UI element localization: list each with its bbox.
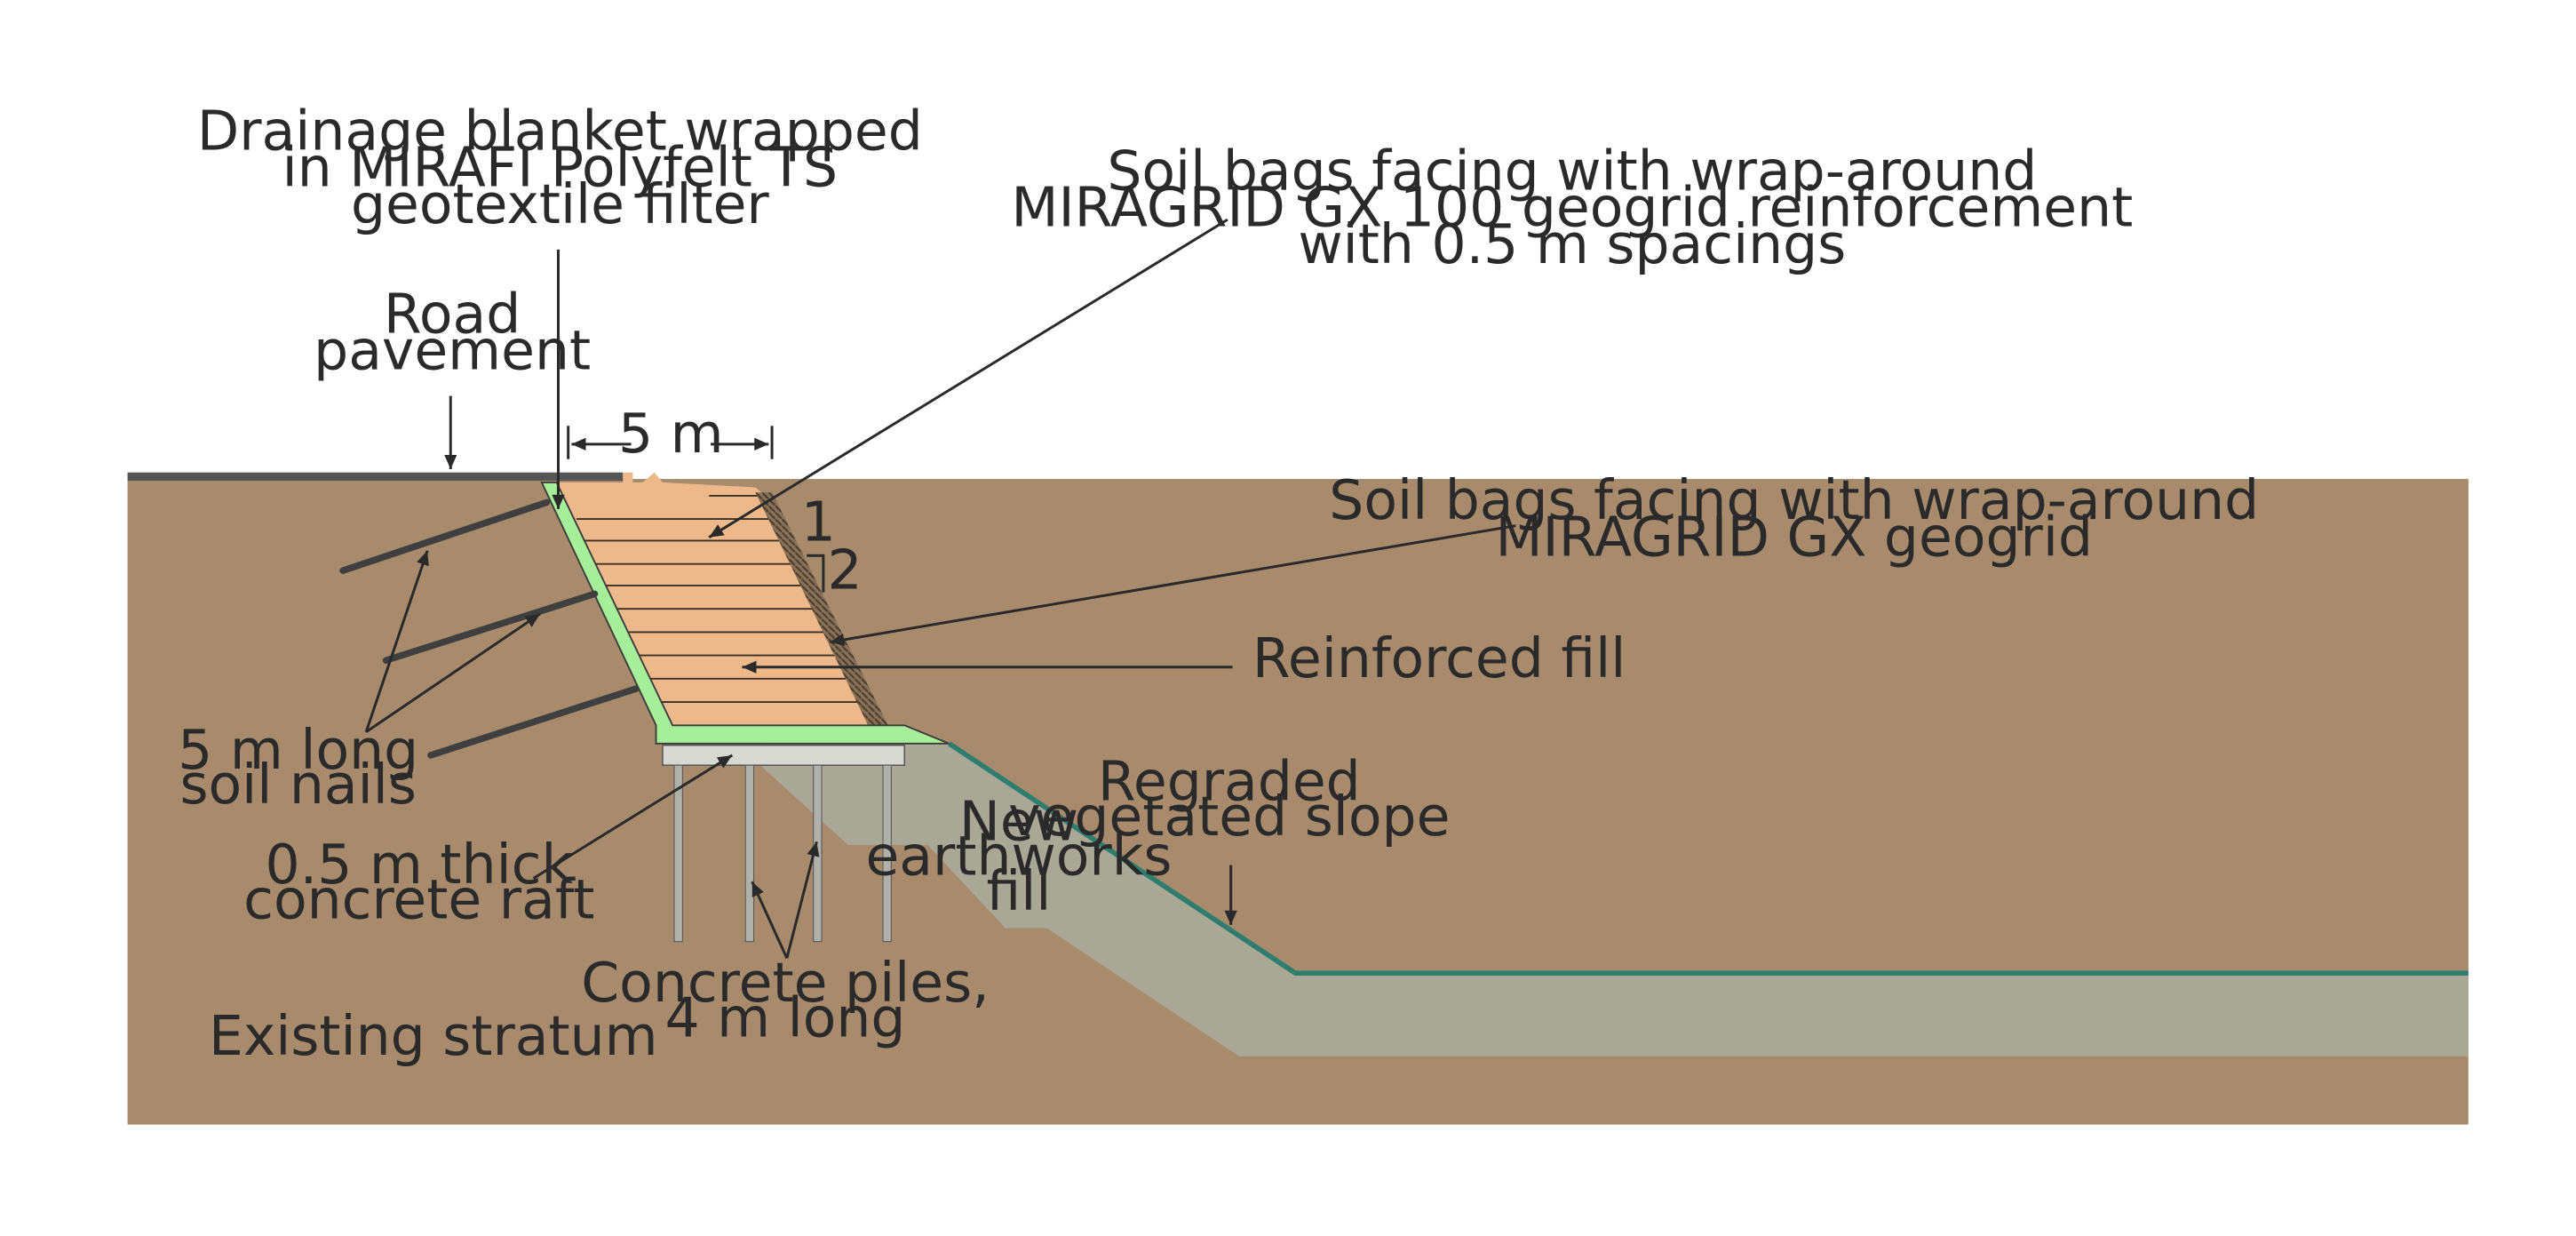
- geogrid-layers: [576, 494, 871, 703]
- label-existing-stratum: Existing stratum: [209, 1004, 658, 1068]
- soil-nail: [339, 498, 551, 574]
- soil-nails: [339, 498, 640, 759]
- label-piles: Concrete piles, 4 m long: [581, 951, 990, 1049]
- svg-text:Regraded: Regraded: [1098, 749, 1361, 813]
- svg-text:pavement: pavement: [314, 319, 591, 383]
- label-new-fill: New earthworks fill: [865, 789, 1172, 923]
- label-soil-bags-100: Soil bags facing with wrap-around MIRAGR…: [1011, 139, 2133, 276]
- label-drainage: Drainage blanket wrapped in MIRAFI Polyf…: [197, 99, 923, 236]
- svg-text:New: New: [959, 789, 1078, 853]
- label-soil-nails: 5 m long soil nails: [178, 718, 418, 817]
- pile: [673, 764, 683, 943]
- dimension-label: 5 m: [618, 402, 724, 466]
- svg-text:soil nails: soil nails: [179, 753, 416, 817]
- soil-nail: [427, 685, 640, 759]
- svg-text:Soil bags facing with wrap-aro: Soil bags facing with wrap-around: [1329, 468, 2259, 532]
- slope-run: 2: [828, 538, 863, 602]
- road-pavement: [127, 472, 624, 482]
- svg-text:fill: fill: [986, 859, 1051, 923]
- width-dimension: 5 m: [567, 402, 774, 466]
- svg-text:Drainage blanket wrapped: Drainage blanket wrapped: [197, 99, 923, 163]
- svg-text:vegetated slope: vegetated slope: [1008, 785, 1450, 849]
- svg-text:geotextile filter: geotextile filter: [351, 172, 769, 236]
- pile: [744, 764, 755, 943]
- svg-text:Soil bags facing with wrap-aro: Soil bags facing with wrap-around: [1107, 139, 2037, 203]
- leader-lines: [364, 218, 1516, 959]
- pile: [882, 764, 892, 943]
- svg-text:0.5 m thick: 0.5 m thick: [266, 833, 574, 897]
- svg-text:concrete raft: concrete raft: [243, 867, 594, 931]
- label-road: Road pavement: [314, 282, 591, 382]
- earthworks-fill: [761, 741, 2469, 1057]
- label-regraded: Regraded vegetated slope: [1008, 749, 1450, 848]
- svg-text:in MIRAFI Polyfelt TS: in MIRAFI Polyfelt TS: [282, 136, 838, 200]
- drainage-blanket: [540, 481, 950, 745]
- svg-text:5 m long: 5 m long: [178, 718, 418, 782]
- svg-text:MIRAGRID GX geogrid: MIRAGRID GX geogrid: [1495, 505, 2093, 569]
- soil-nail: [382, 590, 599, 664]
- svg-text:Concrete piles,: Concrete piles,: [581, 951, 990, 1015]
- vegetated-slope: [948, 741, 2469, 977]
- svg-text:earthworks: earthworks: [865, 825, 1172, 889]
- label-soil-bags-gx: Soil bags facing with wrap-around MIRAGR…: [1329, 468, 2259, 569]
- label-reinforced-fill: Reinforced fill: [1252, 626, 1626, 690]
- concrete-raft: [662, 744, 906, 766]
- slope-ratio: 1 2: [801, 490, 863, 602]
- svg-text:MIRAGRID GX 100 geogrid reinfo: MIRAGRID GX 100 geogrid reinforcement: [1011, 176, 2133, 240]
- slope-rise: 1: [801, 490, 836, 554]
- svg-text:4 m long: 4 m long: [664, 985, 905, 1049]
- svg-text:Road: Road: [384, 282, 521, 346]
- label-raft: 0.5 m thick concrete raft: [243, 833, 594, 931]
- svg-text:with 0.5 m spacings: with 0.5 m spacings: [1298, 212, 1846, 276]
